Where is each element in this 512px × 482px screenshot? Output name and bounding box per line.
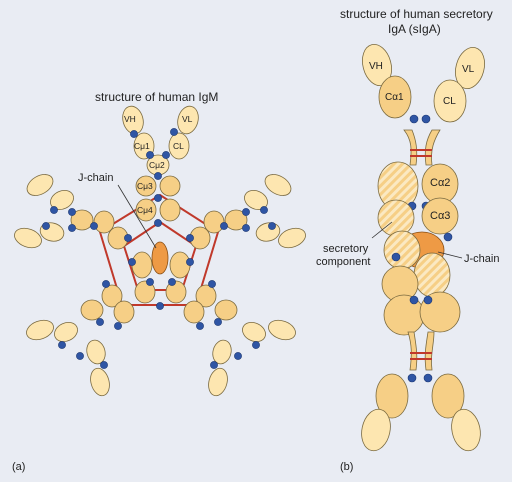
igm-j-chain-pointer: [117, 184, 157, 249]
siga-ca1-domain: [378, 75, 412, 119]
siga-ca3-label: Cα3: [430, 210, 450, 222]
siga-vl-domain: [455, 46, 485, 90]
igm-j-chain-label: J-chain: [78, 172, 113, 184]
panel-a-label: (a): [12, 461, 25, 473]
siga-j-chain-label: J-chain: [464, 253, 499, 265]
igm-vl-label: VL: [182, 114, 193, 124]
siga-secretory-component: [413, 252, 451, 298]
igm-cl-domain: [168, 132, 190, 160]
igm-inner-pentagon: [122, 220, 198, 291]
igm-pentamer: VH VL Cμ1 CL Cμ2 Cμ3 Cμ4: [14, 105, 306, 397]
igm-cmu4-label: Cμ4: [137, 205, 153, 215]
igm-cmu3-label: Cμ3: [137, 181, 153, 191]
siga-vh-label: VH: [369, 61, 383, 72]
siga-ca1-label: Cα1: [385, 92, 404, 103]
siga-cl-domain: [433, 79, 467, 123]
siga-ca3-domain: [421, 197, 459, 235]
siga-dimer: [361, 43, 485, 452]
igm-cmu3-domain-right: [159, 175, 181, 197]
siga-ca2-label: Cα2: [430, 177, 450, 189]
igm-cmu1-label: Cμ1: [134, 141, 150, 151]
igm-cmu4-domain-left: [135, 198, 157, 222]
siga-cl-label: CL: [443, 96, 456, 107]
siga-secretory-label-line1: secretory: [323, 243, 369, 255]
igm-cl-label: CL: [173, 141, 184, 151]
siga-secretory-label-line2: component: [316, 256, 370, 268]
igm-vl-domain: [177, 105, 199, 135]
siga-title-line2: IgA (sIgA): [388, 22, 441, 36]
siga-secretory-pointer: [371, 221, 393, 239]
igm-monomer-upper-right: [186, 174, 306, 250]
igm-j-chain: [151, 241, 169, 275]
igm-cmu4-domain-right: [159, 198, 181, 222]
igm-cmu3-domain-left: [135, 175, 157, 197]
igm-vh-label: VH: [124, 114, 136, 124]
igm-monomer-upper-left: [14, 174, 132, 250]
siga-j-chain-pointer: [437, 251, 463, 259]
siga-title-line1: structure of human secretory: [340, 7, 493, 21]
igm-monomer-lower-right: [183, 280, 296, 397]
igm-monomer-lower-left: [26, 280, 135, 397]
igm-title: structure of human IgM: [95, 90, 218, 104]
igm-monomer-top: VH VL Cμ1 CL Cμ2 Cμ3 Cμ4: [122, 105, 199, 227]
panel-b-label: (b): [340, 461, 353, 473]
igm-cmu2-label: Cμ2: [149, 160, 165, 170]
siga-vl-label: VL: [462, 64, 475, 75]
